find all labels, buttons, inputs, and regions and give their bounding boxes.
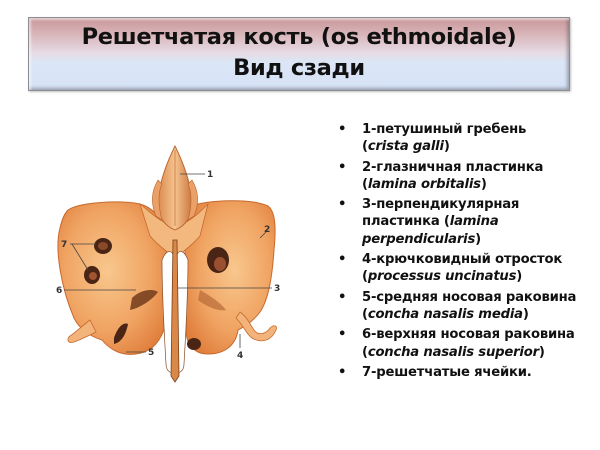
bullet: • [338,159,347,175]
callout-numbers: 1 2 3 4 5 6 7 [56,170,280,361]
callout-6: 6 [56,286,62,296]
legend-item-ethmoid-cells: • 7-решетчатые ячейки. [336,364,596,381]
bullet: • [338,252,347,268]
anatomy-legend-list: • 1-петушиный гребень(crista galli) • 2-… [336,121,596,384]
ethmoid-bone-illustration: 1 2 3 4 5 6 7 [40,140,310,390]
legend-latin-term: concha nasalis superior [367,344,539,360]
callout-2: 2 [264,225,270,235]
legend-ru-text: 7-решетчатые ячейки. [362,364,532,380]
legend-item-lamina-perpendicularis: • 3-перпендикулярная пластинка (lamina p… [336,196,596,248]
legend-ru-text: 3-перпендикулярная пластинка [362,197,520,230]
paren-close: ) [443,139,450,155]
legend-item-crista-galli: • 1-петушиный гребень (crista galli) [336,121,596,156]
perpendicular-plate [170,239,180,383]
legend-latin-term: crista galli [367,139,444,155]
paren-open: ( [362,344,368,360]
legend-latin-term: lamina perpendicularis [362,214,499,247]
legend-ru-text: 2-глазничная пластинка [362,159,544,175]
legend-item-processus-uncinatus: • 4-крючковидный отросток(processus unci… [336,251,596,286]
legend-item-lamina-orbitalis: • 2-глазничная пластинка(lamina orbitali… [336,159,596,194]
slide-title: Решетчатая кость (os ethmoidale) [81,24,517,50]
paren-close: ) [538,344,545,360]
callout-5: 5 [148,348,154,358]
callout-3: 3 [274,284,280,294]
legend-ru-text: 4-крючковидный отросток [362,252,563,268]
ethmoid-bone-drawing: 1 2 3 4 5 6 7 [56,144,280,383]
legend-item-concha-media: • 5-средняя носовая раковина (concha nas… [336,289,596,324]
bullet: • [338,197,347,213]
paren-open: ( [362,139,368,155]
legend-latin-term: lamina orbitalis [367,176,481,192]
bullet: • [338,327,347,343]
bullet: • [338,289,347,305]
paren-close: ) [516,269,523,285]
legend-ru-text: 6-верхняя носовая раковина [362,327,575,343]
paren-open: ( [362,306,368,322]
callout-4: 4 [237,351,243,361]
left-labyrinth [57,201,169,355]
legend-latin-term: processus uncinatus [367,269,517,285]
slide-subtitle: Вид сзади [233,55,365,81]
paren-open: ( [439,214,450,230]
legend-ru-text: 5-средняя носовая раковина [362,289,577,305]
paren-close: ) [522,306,529,322]
paren-close: ) [475,231,481,247]
paren-open: ( [362,176,368,192]
bullet: • [338,364,347,380]
legend-latin-term: concha nasalis media [367,306,523,322]
legend-ru-text: 1-петушиный гребень [362,122,527,137]
bullet: • [338,122,347,137]
slide-title-box: Решетчатая кость (os ethmoidale) Вид сза… [28,17,570,91]
paren-open: ( [362,269,368,285]
paren-close: ) [480,176,487,192]
legend-item-concha-superior: • 6-верхняя носовая раковина (concha nas… [336,326,596,361]
callout-1: 1 [207,170,213,180]
callout-7: 7 [61,240,67,250]
